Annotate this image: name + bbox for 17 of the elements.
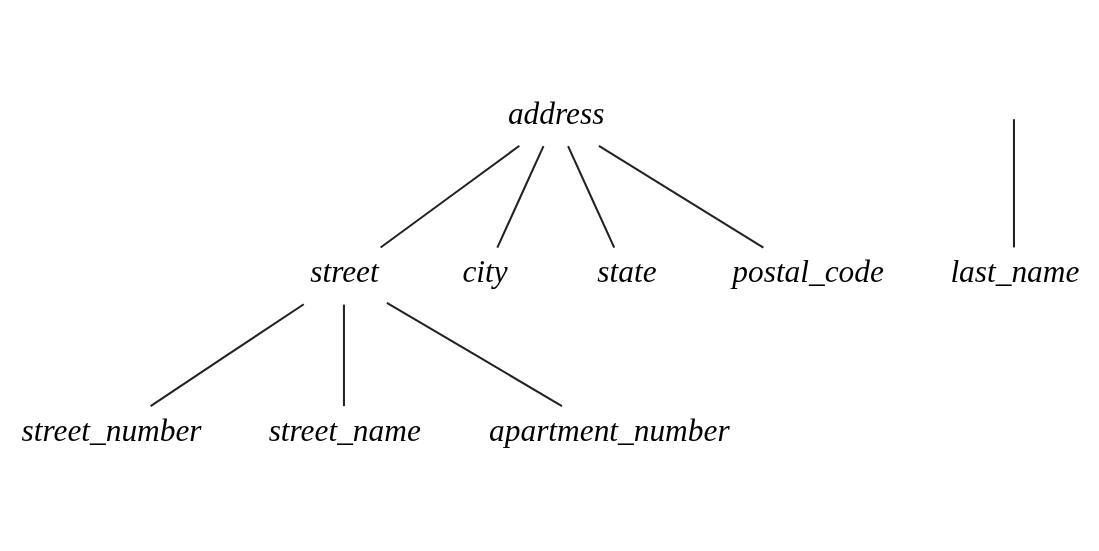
- connector: [567, 145, 616, 248]
- connector: [150, 302, 305, 407]
- connector: [380, 144, 520, 248]
- connector: [342, 304, 345, 406]
- connector: [496, 145, 545, 248]
- node-text: apartment_number: [489, 412, 730, 448]
- node-text: city: [462, 253, 508, 289]
- node-text: street_name: [268, 412, 421, 448]
- connector: [598, 144, 764, 248]
- node-text: last_name: [950, 253, 1080, 289]
- node-text: postal_code: [732, 253, 884, 289]
- node-text: address: [507, 95, 605, 131]
- node-text: street_number: [21, 412, 202, 448]
- node-text: state: [597, 253, 657, 289]
- connector: [1012, 118, 1015, 247]
- node-text: street: [310, 253, 379, 289]
- connector: [386, 301, 563, 407]
